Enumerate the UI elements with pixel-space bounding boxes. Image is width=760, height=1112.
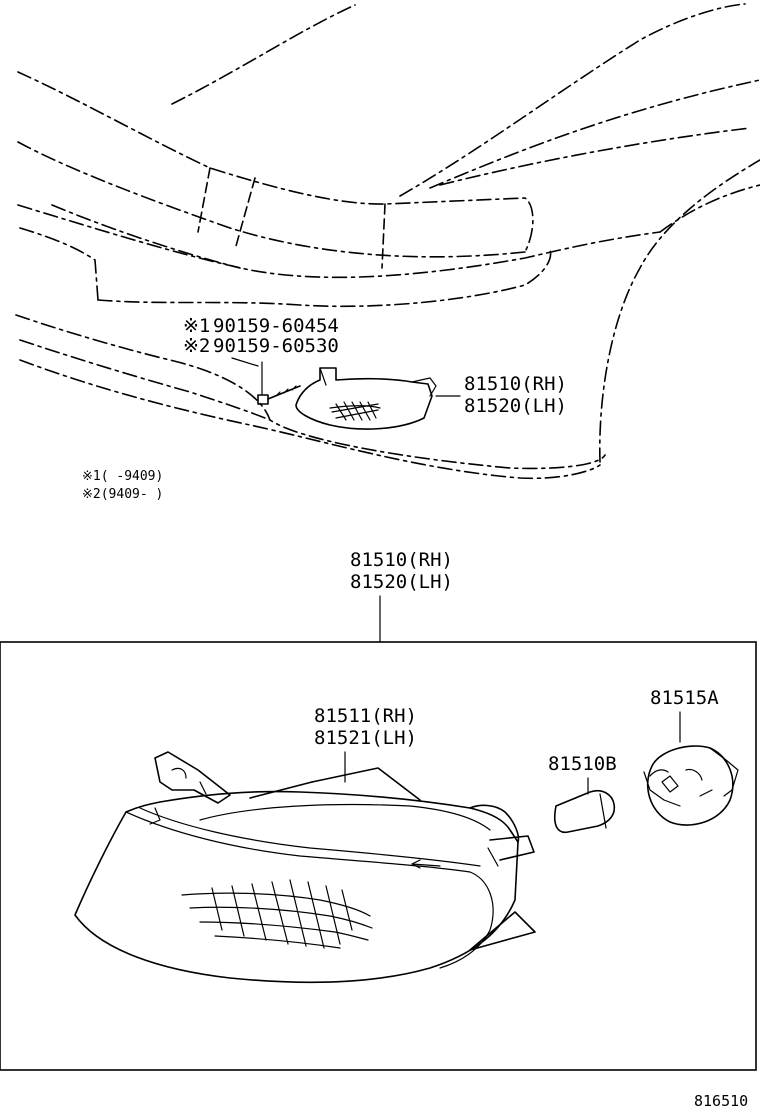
bolt-icon <box>257 385 301 405</box>
bolt-note2-mark: ※2 <box>183 335 210 357</box>
socket-icon <box>643 745 739 826</box>
vehicle-body-outline <box>15 3 760 480</box>
bulb-part-number: 81510B <box>548 753 617 775</box>
assembly-frame <box>0 641 757 1071</box>
lens-part-lh: 81521(LH) <box>314 727 417 749</box>
note-1: ※1( -9409) <box>82 469 163 484</box>
lens-part-rh: 81511(RH) <box>314 705 417 727</box>
socket-part-number: 81515A <box>650 687 719 709</box>
lamp-part-lh-top: 81520(LH) <box>464 395 567 417</box>
bolt-leader-line-2 <box>231 357 259 367</box>
diagram-id: 816510 <box>694 1092 748 1110</box>
turn-signal-lamp-assembly <box>74 751 536 984</box>
turn-signal-lamp-installed <box>295 367 437 430</box>
bolt-part-number-1: 90159-60454 <box>213 315 339 337</box>
note-2: ※2(9409- ) <box>82 487 163 502</box>
assembly-part-lh: 81520(LH) <box>350 571 453 593</box>
assembly-part-rh: 81510(RH) <box>350 549 453 571</box>
bulb-icon <box>553 789 616 834</box>
bolt-part-number-2: 90159-60530 <box>213 335 339 357</box>
bolt-note1-mark: ※1 <box>183 315 210 337</box>
lamp-part-rh-top: 81510(RH) <box>464 373 567 395</box>
